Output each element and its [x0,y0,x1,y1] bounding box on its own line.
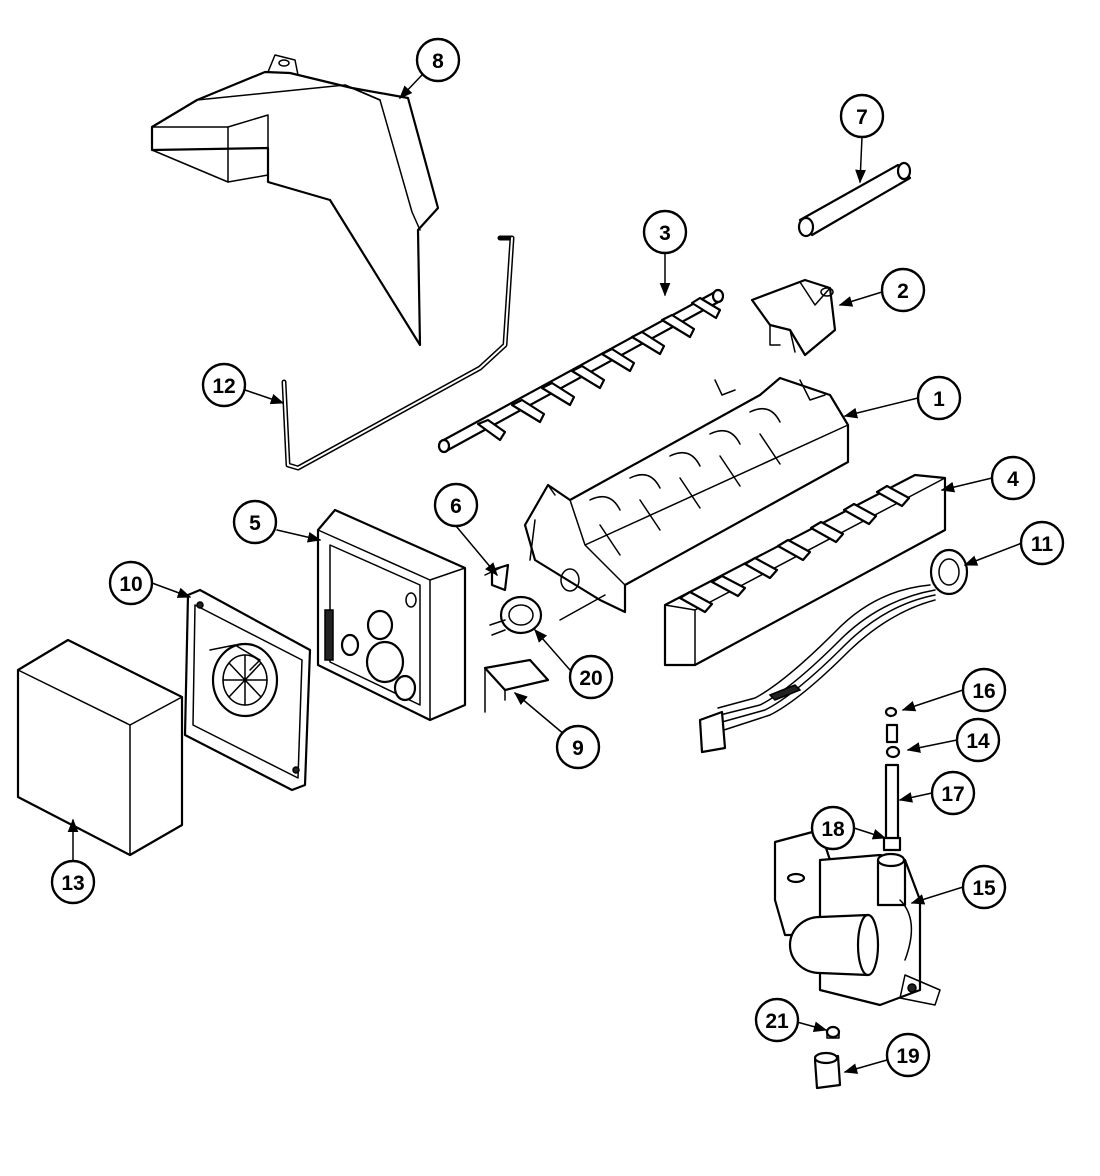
part-4-stripper [663,473,947,667]
svg-text:20: 20 [579,667,602,690]
part-16-14-17-18-fittings [882,706,902,852]
svg-text:5: 5 [249,512,261,535]
svg-text:10: 10 [119,573,142,596]
callout-7: 7 [839,93,885,139]
callout-3: 3 [642,209,688,255]
svg-text:9: 9 [572,737,584,760]
callout-21: 21 [754,997,800,1043]
part-15-water-valve [773,828,941,1007]
svg-text:14: 14 [966,730,990,753]
callout-14: 14 [955,717,1001,763]
part-12-shutoff-arm [281,235,515,471]
svg-text:17: 17 [941,783,964,806]
callout-18: 18 [810,805,856,851]
part-9-cover-clip [483,658,550,713]
part-6-clip [484,563,510,592]
part-20-thermostat [489,594,606,636]
part-11-wire-harness [698,548,969,754]
part-1-mold [523,376,850,614]
callout-16: 16 [961,667,1007,713]
svg-text:7: 7 [856,106,868,129]
callout-2: 2 [880,267,926,313]
part-2-bracket [750,278,837,357]
svg-text:16: 16 [972,680,995,703]
callout-10: 10 [108,560,154,606]
callout-19: 19 [885,1032,931,1078]
svg-text:8: 8 [432,50,444,73]
svg-text:19: 19 [896,1045,919,1068]
callout-11: 11 [1019,520,1065,566]
svg-text:6: 6 [450,495,462,518]
svg-text:15: 15 [972,877,996,900]
svg-text:1: 1 [933,388,945,411]
svg-text:21: 21 [765,1010,789,1033]
callout-4: 4 [990,455,1036,501]
svg-text:2: 2 [897,280,909,303]
callout-15: 15 [961,864,1007,910]
svg-text:13: 13 [61,872,84,895]
svg-text:18: 18 [821,818,845,841]
svg-text:3: 3 [659,222,671,245]
svg-text:11: 11 [1031,533,1054,556]
part-7-fill-tube [797,161,912,238]
part-5-module-housing [316,508,467,722]
part-10-mounting-plate [183,588,312,792]
callout-9: 9 [555,724,601,770]
callouts: 1 2 3 4 5 6 7 8 9 10 11 12 13 14 15 16 1… [50,37,1065,1078]
part-13-cover [16,638,184,857]
callout-12: 12 [201,362,247,408]
callout-5: 5 [232,499,278,545]
callout-20: 20 [568,654,614,700]
part-8-fill-duct [150,54,440,347]
part-3-ejector [437,288,725,454]
callout-leaders [67,74,1023,1074]
callout-6: 6 [433,482,479,528]
callout-1: 1 [916,375,962,421]
callout-13: 13 [50,859,96,905]
svg-text:12: 12 [212,375,235,398]
callout-8: 8 [415,37,461,83]
callout-17: 17 [930,770,976,816]
part-21-fitting [825,1025,841,1039]
svg-text:4: 4 [1007,468,1019,491]
part-19-nut [813,1051,842,1090]
